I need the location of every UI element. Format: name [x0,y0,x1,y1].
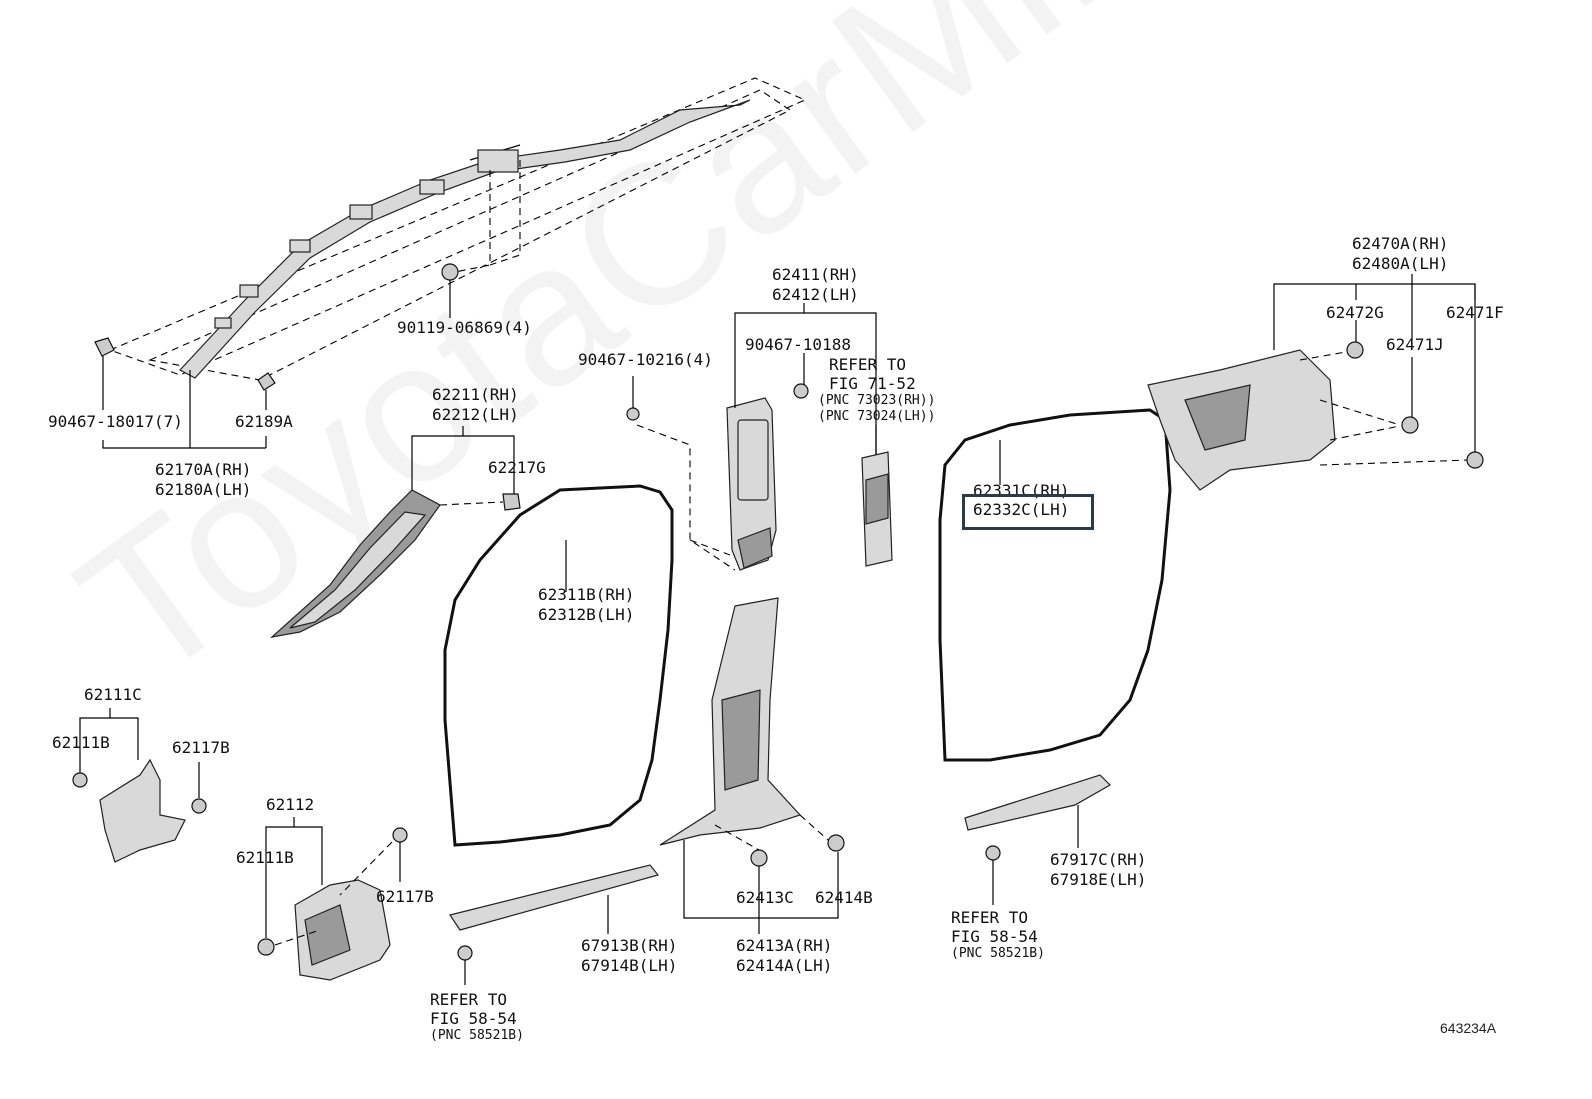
label-62217G: 62217G [488,458,546,477]
label-pnc-73024: (PNC 73024(LH)) [818,409,936,424]
label-62332C: 62332C(LH) [973,500,1070,520]
bolt-90119 [441,263,459,318]
label-62413C: 62413C [736,888,794,907]
highlight-box [962,494,1094,530]
label-pnc-58521B-left: (PNC 58521B) [430,1028,524,1043]
center-pillar-lower-garnish [659,597,845,934]
front-scuff-plate [449,864,660,985]
label-refer-71-52-line2: FIG 71-52 [829,374,916,393]
label-refer-58-54-left-line1: REFER TO [430,990,508,1009]
label-pnc-58521B-right: (PNC 58521B) [951,946,1045,961]
label-62111C: 62111C [84,685,142,704]
label-62472G: 62472G [1326,303,1384,322]
label-62189A: 62189A [235,412,293,431]
label-62480A: 62480A(LH) [1352,254,1449,273]
quarter-trim-panel [1147,274,1484,491]
label-62112: 62112 [266,795,315,814]
rear-scuff-plate [964,774,1111,905]
label-67917C: 67917C(RH) [1050,850,1147,869]
label-90467-10188: 90467-10188 [745,335,851,354]
label-62180A: 62180A(LH) [155,480,252,499]
center-pillar-upper-garnish [626,303,877,571]
curtain-airbag-assembly [94,77,807,449]
label-67914B: 67914B(LH) [581,956,678,975]
cowl-side-trim-left [72,708,207,863]
label-refer-71-52-line1: REFER TO [829,355,907,374]
clip-62189A [257,372,276,410]
label-62414B: 62414B [815,888,873,907]
clip-90467-18017 [94,337,115,410]
cowl-side-trim-lower [257,817,408,981]
label-62470A: 62470A(RH) [1352,234,1449,253]
figure-code: 643234A [1440,1020,1497,1036]
label-62413A: 62413A(RH) [736,936,833,955]
label-62471J: 62471J [1386,335,1444,354]
a-pillar-garnish [270,426,521,638]
label-67918E: 67918E(LH) [1050,870,1147,889]
label-90467-18017: 90467-18017(7) [48,412,183,431]
label-62312B: 62312B(LH) [538,605,635,624]
label-62414A: 62414A(LH) [736,956,833,975]
label-refer-58-54-left-line2: FIG 58-54 [430,1009,517,1028]
label-62411: 62411(RH) [772,265,859,284]
label-62311B: 62311B(RH) [538,585,635,604]
front-door-seal [443,484,674,847]
label-62170A: 62170A(RH) [155,460,252,479]
seatbelt-anchor-cover [861,425,893,567]
label-refer-58-54-right-line1: REFER TO [951,908,1029,927]
label-62412: 62412(LH) [772,285,859,304]
label-62117B-left: 62117B [172,738,230,757]
label-62211: 62211(RH) [432,385,519,404]
label-62111B-left: 62111B [52,733,110,752]
label-67913B: 67913B(RH) [581,936,678,955]
label-refer-58-54-right-line2: FIG 58-54 [951,927,1038,946]
rear-door-seal [938,408,1172,762]
label-pnc-73023: (PNC 73023(RH)) [818,393,936,408]
label-62111B-lower: 62111B [236,848,294,867]
label-62117B-lower: 62117B [376,887,434,906]
label-62212: 62212(LH) [432,405,519,424]
label-90467-10216: 90467-10216(4) [578,350,713,369]
label-90119-06869: 90119-06869(4) [397,318,532,337]
label-62471F: 62471F [1446,303,1504,322]
